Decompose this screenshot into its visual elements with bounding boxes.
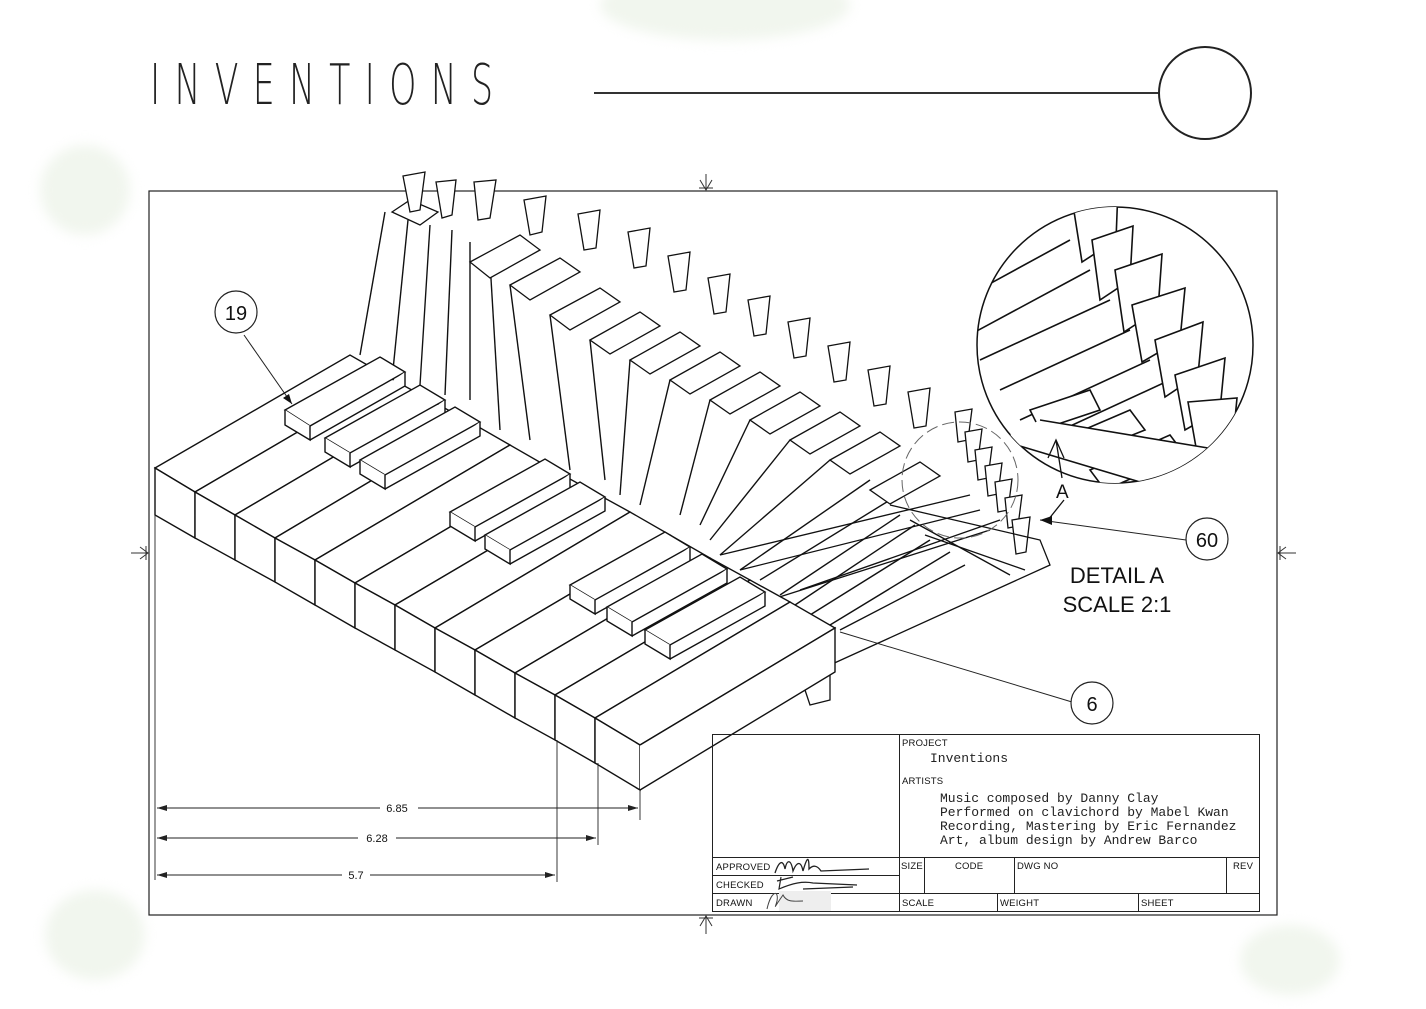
leader-lines bbox=[243, 334, 1187, 703]
checked-signature bbox=[776, 876, 858, 890]
center-mark-top bbox=[699, 174, 713, 191]
dimension-label: 5.7 bbox=[348, 870, 363, 882]
drawn-label: DRAWN bbox=[716, 898, 753, 909]
dwg-no-label: DWG NO bbox=[1017, 861, 1059, 872]
center-mark-left bbox=[131, 546, 149, 560]
balloon-19 bbox=[214, 290, 258, 334]
leader-60 bbox=[1039, 519, 1187, 541]
approved-signature bbox=[774, 858, 870, 874]
dimension-label: 6.85 bbox=[386, 803, 407, 815]
weight-label: WEIGHT bbox=[1000, 898, 1040, 909]
balloon-6-label: 6 bbox=[1086, 694, 1097, 716]
project-heading: PROJECT bbox=[902, 738, 948, 749]
center-mark-bottom bbox=[699, 915, 713, 934]
title-circle bbox=[1158, 46, 1252, 140]
credit-line: Performed on clavichord by Mabel Kwan bbox=[940, 805, 1229, 820]
title-rule bbox=[594, 92, 1158, 94]
project-name: Inventions bbox=[930, 751, 1009, 766]
leader-19 bbox=[243, 334, 293, 405]
leader-6 bbox=[839, 631, 1073, 703]
detail-boundary bbox=[901, 421, 1019, 539]
size-label: SIZE bbox=[901, 861, 923, 872]
credit-line: Recording, Mastering by Eric Fernandez bbox=[940, 819, 1237, 834]
natural-keys bbox=[153, 354, 837, 792]
approved-label: APPROVED bbox=[716, 862, 771, 873]
rev-label: REV bbox=[1233, 861, 1254, 872]
sheet-label: SHEET bbox=[1141, 898, 1174, 909]
background-blob bbox=[1240, 925, 1340, 995]
checked-label: CHECKED bbox=[716, 880, 764, 891]
title-block: PROJECT Inventions ARTISTS Music compose… bbox=[712, 734, 1260, 912]
center-mark-right bbox=[1277, 546, 1296, 560]
credit-line: Art, album design by Andrew Barco bbox=[940, 833, 1198, 848]
centering-marks bbox=[131, 174, 1296, 934]
detail-arrow bbox=[1047, 438, 1065, 479]
tangent-blocks bbox=[390, 171, 1031, 555]
drawing-border bbox=[148, 190, 1278, 916]
detail-a-view bbox=[976, 206, 1254, 521]
artists-heading: ARTISTS bbox=[902, 776, 944, 787]
credit-line: Music composed by Danny Clay bbox=[940, 791, 1159, 806]
balloon-6 bbox=[1070, 681, 1114, 725]
balloon-60-label: 60 bbox=[1196, 530, 1218, 552]
background-blob bbox=[45, 890, 145, 980]
accidental-keys bbox=[283, 356, 767, 661]
page-title: INVENTIONS bbox=[150, 53, 508, 118]
balloon-60 bbox=[1185, 517, 1229, 561]
balloon-19-label: 19 bbox=[225, 303, 247, 325]
section-marker: A bbox=[1056, 482, 1069, 503]
dimension-label: 6.28 bbox=[366, 833, 387, 845]
key-ramp bbox=[719, 494, 1051, 706]
key-levers bbox=[359, 211, 966, 631]
scale-label: SCALE bbox=[902, 898, 935, 909]
detail-title: DETAIL A bbox=[1070, 563, 1164, 588]
code-label: CODE bbox=[955, 861, 984, 872]
detail-scale: SCALE 2:1 bbox=[1063, 592, 1172, 617]
drawn-signature bbox=[766, 891, 831, 911]
dimension-lines bbox=[154, 515, 641, 882]
background-blob bbox=[40, 145, 130, 235]
